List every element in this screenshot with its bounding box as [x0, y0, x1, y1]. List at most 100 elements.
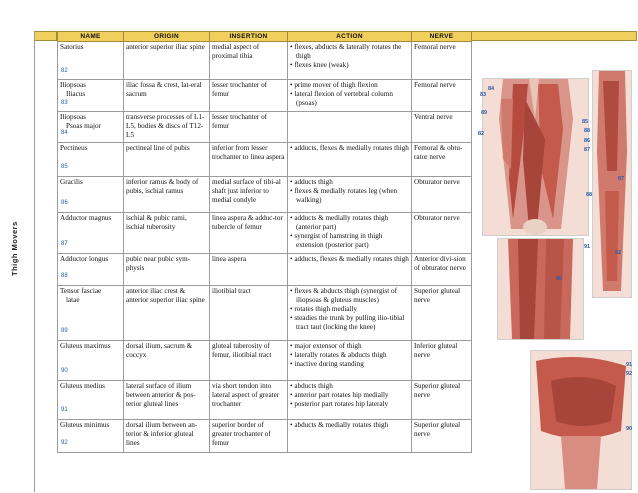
figure-label-84: 84	[488, 86, 495, 92]
muscle-number: 90	[61, 368, 68, 375]
muscle-number: 86	[61, 200, 68, 207]
hip-figure	[530, 350, 632, 490]
figure-label-89: 89	[481, 110, 488, 116]
muscle-number: 88	[61, 273, 68, 280]
figure-label-83: 83	[480, 92, 487, 98]
figure-label-87: 87	[618, 176, 625, 182]
muscle-name-line: Gluteus medius	[60, 381, 105, 390]
muscle-name-line: Gluteus minimus	[60, 420, 110, 429]
action-item: adducts, flexes & medially rotates thigh	[290, 255, 409, 264]
muscle-insertion: linea aspera & adduc-tor tubercle of fem…	[209, 211, 288, 254]
muscle-nerve: Inferior gluteal nerve	[411, 339, 472, 381]
action-item: inactive during standing	[290, 360, 409, 369]
action-item: flexes & abducts thigh (synergist of ili…	[290, 287, 409, 305]
muscle-insertion: iliotibial tract	[209, 284, 288, 341]
muscle-name: Gracilis 86	[57, 175, 124, 213]
muscle-name: Gluteus medius 91	[57, 379, 124, 420]
table-row: Gluteus minimus 92 dorsal ilium between an…	[57, 418, 472, 453]
posterior-thigh-figure	[497, 238, 584, 340]
muscle-origin: dorsal ilium, sacrum & coccyx	[123, 339, 210, 381]
muscle-nerve: Superior gluteal nerve	[411, 284, 472, 341]
figure-label-85: 85	[582, 119, 589, 125]
muscle-action: adducts & medially rotates thigh (anteri…	[287, 211, 412, 254]
muscle-insertion: gluteal tuberosity of femur, iliotibial …	[209, 339, 288, 381]
figure-label-92: 92	[615, 250, 622, 256]
figure-label-86: 86	[584, 138, 591, 144]
figure-label-92: 92	[626, 371, 633, 377]
figure-label-88: 88	[584, 128, 591, 134]
muscle-origin: pubic near pubic sym-physis	[123, 252, 210, 286]
muscle-name-line: Pectineus	[60, 143, 88, 152]
action-item: posterior part rotates hip lateraly	[290, 400, 409, 409]
table-row: Gluteus medius 91 lateral surface of ilium…	[57, 379, 472, 420]
muscle-nerve: Superior gluteal nerve	[411, 379, 472, 420]
muscle-nerve: Obturator nerve	[411, 175, 472, 213]
muscle-name-line: Psoas major	[66, 122, 101, 131]
header-origin: Origin	[123, 31, 210, 42]
muscle-name-line: Gracilis	[60, 177, 83, 186]
muscle-origin: anterior iliac crest & anterior superior…	[123, 284, 210, 341]
muscle-origin: inferior ramus & body of pubis, ischial …	[123, 175, 210, 213]
muscle-action: adducts, flexes & medially rotates thigh	[287, 141, 412, 177]
muscle-action: adducts, flexes & medially rotates thigh	[287, 252, 412, 286]
muscle-name-line: Tensor fasciae	[60, 286, 102, 295]
action-item: flexes & medially rotates leg (when walk…	[290, 187, 409, 205]
action-item: adducts, flexes & medially rotates thigh	[290, 144, 409, 153]
action-item: steadies the trunk by pulling ilio-tibia…	[290, 314, 409, 332]
muscle-origin: lateral surface of ilium between anterio…	[123, 379, 210, 420]
table-row: Gracilis 86 inferior ramus & body of pubis…	[57, 175, 472, 213]
muscle-number: 89	[61, 328, 68, 335]
muscle-insertion: inferior from lesser trochanter to linea…	[209, 141, 288, 177]
header-corner-left	[34, 31, 57, 41]
muscle-number: 85	[61, 164, 68, 171]
figure-label-88: 88	[586, 192, 593, 198]
muscle-insertion: via short tendon into lateral aspect of …	[209, 379, 288, 420]
header-action: Action	[287, 31, 412, 42]
muscle-action: flexes, abducts & laterally rotates the …	[287, 41, 412, 80]
action-item: lateral flexion of vertebral column (pso…	[290, 90, 409, 108]
figure-label-90: 90	[626, 426, 633, 432]
muscle-number: 83	[61, 99, 68, 106]
action-item: abducts thigh	[290, 382, 409, 391]
action-item: adducts & medially rotates thigh (anteri…	[290, 214, 409, 232]
muscle-origin: ischial & pubic rami, ischial tuberosity	[123, 211, 210, 254]
muscle-insertion: superior border of greater trochanter of…	[209, 418, 288, 453]
action-item: anterior part rotates hip medially	[290, 391, 409, 400]
left-border	[34, 31, 35, 492]
muscle-number: 91	[61, 407, 68, 414]
muscle-number: 82	[61, 67, 68, 74]
muscle-action: abducts & medially rotates thigh	[287, 418, 412, 453]
muscle-name-line: latae	[66, 295, 80, 304]
muscle-insertion: lesser trochanter of femur	[209, 111, 288, 143]
muscle-name-line: Adductor magnus	[60, 213, 112, 222]
muscle-origin: anterior superior iliac spine	[123, 41, 210, 80]
muscle-name-line: Iliopsoas	[60, 81, 86, 89]
muscle-name-line: Iliacus	[66, 90, 86, 99]
lateral-leg-figure	[592, 70, 632, 298]
muscle-insertion: medial aspect of proximal tibia	[209, 41, 288, 80]
muscle-origin: transverse processes of L1-L5, bodies & …	[123, 111, 210, 143]
muscle-insertion: medial surface of tibi-al shaft just inf…	[209, 175, 288, 213]
muscle-origin: dorsal ilium between an-terior & inferio…	[123, 418, 210, 453]
muscle-origin: iliac fossa & crest, lat-eral sacrum	[123, 79, 210, 112]
action-item: adducts thigh	[290, 178, 409, 187]
muscle-table: Name Origin Insertion Action Nerve Sator…	[57, 31, 472, 453]
muscle-number: 92	[61, 440, 68, 447]
muscle-action	[287, 111, 412, 143]
action-item: rotates thigh medially	[290, 305, 409, 314]
header-corner-right	[471, 31, 637, 41]
muscle-action: prime mover of thigh flexionlateral flex…	[287, 79, 412, 112]
muscle-nerve: Femoral nerve	[411, 79, 472, 112]
action-item: flexes, abducts & laterally rotates the …	[290, 43, 409, 61]
action-item: flexes knee (weak)	[290, 61, 409, 70]
